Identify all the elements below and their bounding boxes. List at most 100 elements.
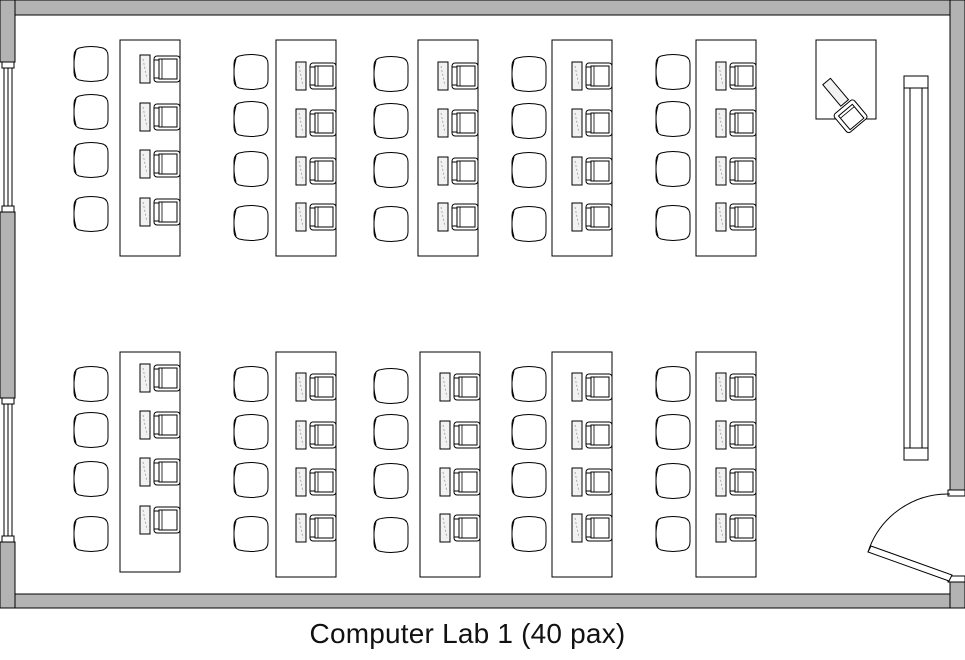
computer-icon: [139, 54, 181, 84]
chair-icon: [373, 463, 409, 499]
computer-icon: [295, 467, 337, 497]
chair-icon: [233, 462, 269, 498]
chair-icon: [511, 414, 547, 450]
computer-icon: [139, 197, 181, 227]
chair-icon: [373, 56, 409, 92]
computer-icon: [295, 108, 337, 138]
computer-icon: [439, 467, 481, 497]
computer-icon: [715, 202, 757, 232]
computer-icon: [715, 513, 757, 543]
computer-icon: [139, 457, 181, 487]
chair-icon: [373, 368, 409, 404]
computer-icon: [715, 156, 757, 186]
computer-icon: [295, 202, 337, 232]
computer-icon: [139, 363, 181, 393]
computer-icon: [715, 108, 757, 138]
computer-table: [419, 351, 481, 578]
chair-icon: [373, 206, 409, 242]
window-icon: [1, 397, 15, 543]
chair-icon: [73, 366, 109, 402]
computer-icon: [437, 108, 479, 138]
left-wall-bottom: [0, 541, 16, 609]
whiteboard-group: [903, 75, 929, 461]
computer-table: [119, 39, 181, 257]
chair-icon: [511, 462, 547, 498]
computer-icon: [571, 372, 613, 402]
chair-icon: [655, 366, 691, 402]
chair-icon: [511, 103, 547, 139]
chair-icon: [73, 516, 109, 552]
chair-icon: [373, 103, 409, 139]
chair-icon: [655, 516, 691, 552]
computer-icon: [295, 420, 337, 450]
chair-icon: [373, 517, 409, 553]
computer-table: [275, 39, 337, 257]
computer-icon: [715, 372, 757, 402]
computer-icon: [139, 505, 181, 535]
chair-icon: [73, 94, 109, 130]
right-wall-lower: [949, 579, 965, 609]
chair-icon: [73, 196, 109, 232]
computer-icon: [571, 108, 613, 138]
door-swing-icon: [867, 489, 965, 583]
room-caption: Computer Lab 1 (40 pax): [309, 618, 626, 649]
computer-icon: [295, 61, 337, 91]
computer-icon: [571, 420, 613, 450]
top-wall: [0, 0, 965, 16]
window-icon: [1, 61, 15, 213]
teacher-desk-group: [815, 39, 877, 134]
bottom-wall: [0, 593, 951, 609]
chair-icon: [73, 461, 109, 497]
table-group: [119, 39, 757, 578]
left-wall-middle: [0, 211, 16, 399]
computer-icon: [439, 513, 481, 543]
computer-icon: [715, 467, 757, 497]
computer-icon: [139, 410, 181, 440]
chair-icon: [373, 414, 409, 450]
chair-icon: [655, 151, 691, 187]
computer-icon: [571, 467, 613, 497]
computer-table: [551, 39, 613, 257]
left-wall-top: [0, 0, 16, 63]
chair-icon: [233, 205, 269, 241]
computer-icon: [715, 420, 757, 450]
door-group: [867, 489, 965, 583]
teacher-computer-icon: [822, 77, 868, 134]
chair-icon: [73, 412, 109, 448]
computer-icon: [571, 61, 613, 91]
computer-icon: [571, 202, 613, 232]
computer-table: [551, 351, 613, 578]
computer-icon: [571, 513, 613, 543]
computer-icon: [439, 420, 481, 450]
computer-table: [275, 351, 337, 578]
chair-icon: [511, 206, 547, 242]
chair-icon: [655, 54, 691, 90]
right-wall-upper: [949, 0, 965, 495]
chair-icon: [233, 101, 269, 137]
chair-icon: [233, 366, 269, 402]
computer-icon: [715, 61, 757, 91]
chair-icon: [233, 516, 269, 552]
chair-icon: [511, 152, 547, 188]
chair-icon: [511, 516, 547, 552]
chair-icon: [655, 205, 691, 241]
chair-icon: [655, 101, 691, 137]
computer-icon: [437, 61, 479, 91]
computer-table: [695, 39, 757, 257]
computer-table: [695, 351, 757, 578]
chair-icon: [73, 46, 109, 82]
chair-icon: [233, 414, 269, 450]
walls: [0, 0, 965, 609]
computer-icon: [439, 372, 481, 402]
computer-icon: [295, 156, 337, 186]
chair-icon: [73, 142, 109, 178]
chair-icon: [511, 56, 547, 92]
computer-table: [417, 39, 479, 257]
chair-icon: [655, 463, 691, 499]
whiteboard-icon: [903, 75, 929, 461]
chair-icon: [233, 54, 269, 90]
computer-table: [119, 351, 181, 573]
chair-icon: [233, 151, 269, 187]
computer-icon: [437, 156, 479, 186]
